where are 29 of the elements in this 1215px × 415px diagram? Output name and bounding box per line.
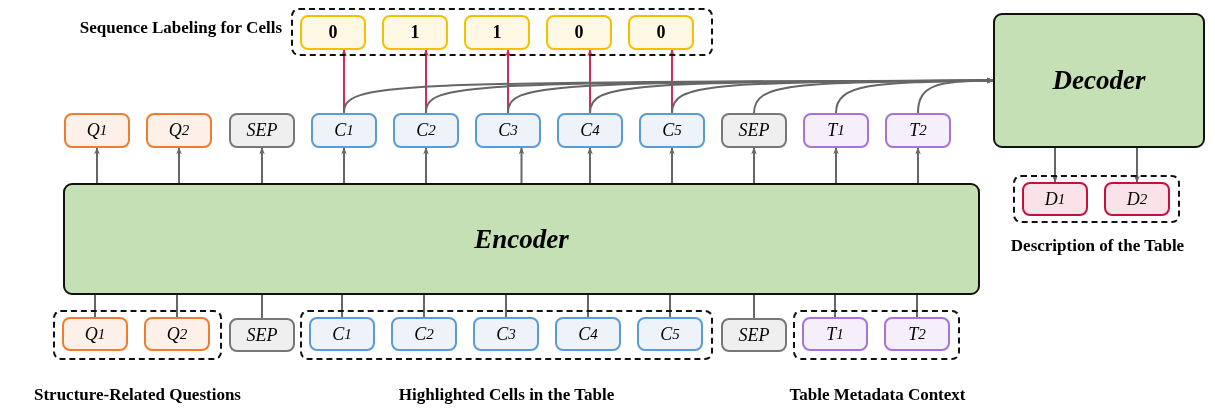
arrow [94, 147, 100, 184]
arrow [915, 147, 921, 184]
input-token: SEP [721, 318, 787, 352]
arrow [833, 147, 839, 184]
arrow [341, 147, 347, 184]
arrow [669, 147, 675, 184]
group-title: Description of the Table [1009, 236, 1186, 256]
encoder-block: Encoder [63, 183, 980, 295]
arrow [259, 147, 265, 184]
group-title: Structure-Related Questions [33, 385, 242, 405]
label-token: 1 [464, 15, 530, 50]
label-token: 0 [628, 15, 694, 50]
arrow [423, 147, 429, 184]
label-token: 0 [300, 15, 366, 50]
input-token: SEP [229, 318, 295, 352]
arrow [587, 147, 593, 184]
group-title: Table Metadata Context [788, 385, 967, 405]
output-token: SEP [229, 113, 295, 148]
output-token: SEP [721, 113, 787, 148]
arrow [518, 147, 525, 184]
label-token: 0 [546, 15, 612, 50]
label-token: 1 [382, 15, 448, 50]
group-title: Sequence Labeling for Cells [78, 18, 282, 38]
arrow [1134, 147, 1140, 183]
group-title: Highlighted Cells in the Table [397, 385, 616, 405]
arrow [751, 147, 757, 184]
decoder-block: Decoder [993, 13, 1205, 148]
arrow [1052, 147, 1058, 183]
arrow [176, 147, 182, 184]
